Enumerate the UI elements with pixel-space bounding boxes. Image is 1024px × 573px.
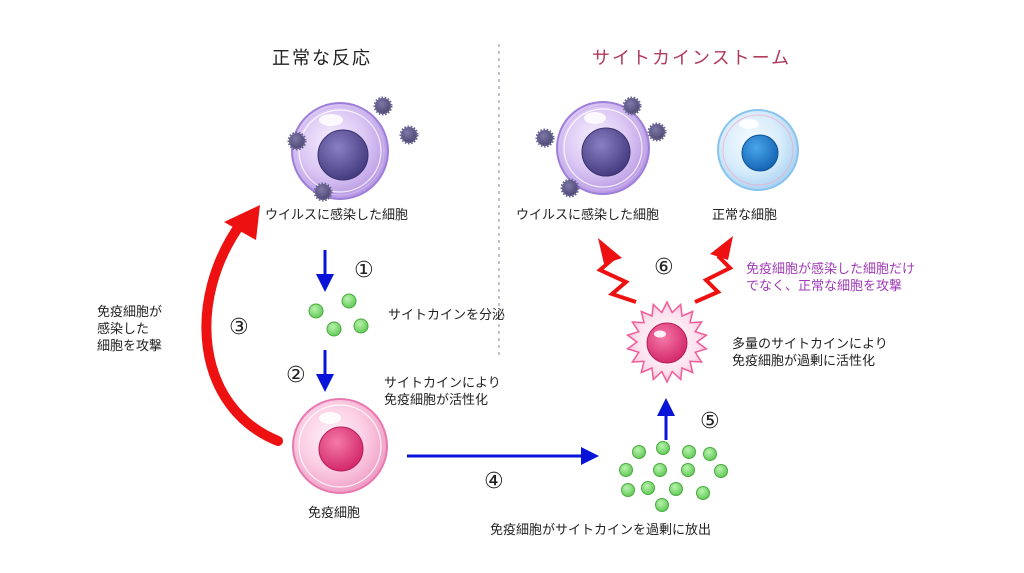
virus-particle — [647, 122, 667, 142]
arrow-step6-right — [694, 236, 734, 304]
cytokine-particle — [714, 464, 728, 478]
cytokine-particle — [641, 481, 655, 495]
cytokine-group-secreted — [308, 293, 369, 337]
label-infected-cell-left: ウイルスに感染した細胞 — [265, 208, 409, 223]
cytokine-particle — [341, 293, 357, 309]
step-6-marker: ⑥ — [654, 255, 674, 280]
step-1-marker: ① — [354, 258, 374, 283]
cytokine-particle — [655, 498, 669, 512]
immune-cell — [292, 398, 388, 494]
label-infected-cell-right: ウイルスに感染した細胞 — [516, 208, 660, 223]
virus-particle — [535, 128, 555, 148]
cytokine-particle — [681, 463, 695, 477]
cytokine-particle — [632, 445, 646, 459]
infected-cell-right — [556, 101, 650, 195]
cytokine-group-many — [619, 441, 728, 512]
label-overactivation: 多量のサイトカインにより 免疫細胞が過剰に活性化 — [732, 337, 888, 369]
label-immune-activation: サイトカインにより 免疫細胞が活性化 — [384, 376, 501, 408]
infected-cell-left — [291, 102, 389, 200]
step-5-marker: ⑤ — [700, 409, 720, 434]
title-normal-response: 正常な反応 — [272, 48, 372, 69]
virus-particle — [399, 125, 419, 145]
virus-particle — [560, 178, 580, 198]
cytokine-particle — [696, 486, 710, 500]
virus-group-right — [535, 96, 667, 198]
title-cytokine-storm: サイトカインストーム — [592, 48, 792, 69]
normal-cell — [717, 109, 799, 191]
arrow-step6-left — [596, 238, 637, 304]
overactivated-immune-cell — [625, 300, 709, 384]
label-cytokine-overrelease: 免疫細胞がサイトカインを過剰に放出 — [490, 523, 712, 538]
virus-particle — [373, 96, 393, 116]
label-cytokine-secretion: サイトカインを分泌 — [388, 308, 506, 323]
label-immune-cell: 免疫細胞 — [308, 506, 361, 521]
cytokine-particle — [653, 463, 667, 477]
cytokine-particle — [669, 482, 683, 496]
arrow-step3-attack — [201, 205, 283, 446]
cytokine-particle — [619, 463, 633, 477]
virus-particle — [287, 131, 307, 151]
cytokine-particle — [621, 483, 635, 497]
cytokine-particle — [682, 445, 696, 459]
step-4-marker: ④ — [484, 469, 504, 494]
virus-particle — [313, 182, 333, 202]
label-storm-attack: 免疫細胞が感染した細胞だけ でなく、正常な細胞を攻撃 — [746, 262, 916, 294]
cytokine-particle — [353, 318, 369, 334]
cytokine-particle — [326, 321, 342, 337]
cytokine-particle — [703, 447, 717, 461]
label-immune-attack: 免疫細胞が 感染した 細胞を攻撃 — [97, 305, 163, 354]
virus-group-left — [287, 96, 419, 202]
label-normal-cell: 正常な細胞 — [712, 208, 778, 223]
cytokine-particle — [308, 303, 324, 319]
step-3-marker: ③ — [229, 315, 249, 340]
cytokine-particle — [656, 441, 670, 455]
step-2-marker: ② — [286, 363, 306, 388]
virus-particle — [622, 96, 642, 116]
